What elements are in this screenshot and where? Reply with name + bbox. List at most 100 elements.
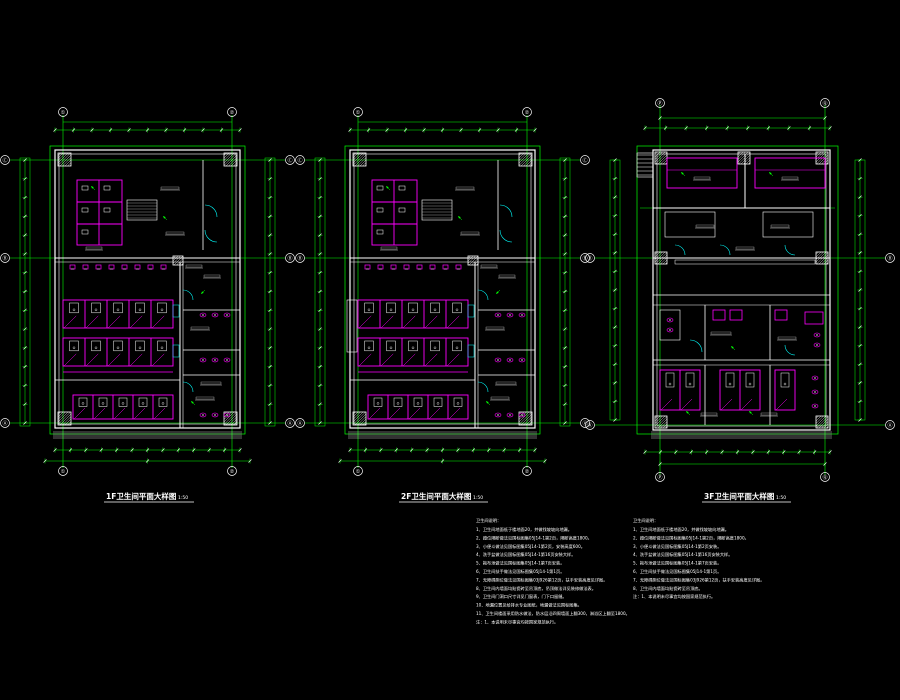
dimension-chain — [612, 158, 618, 422]
axis-row-left-0-2: Ⓒ — [295, 155, 305, 165]
svg-text:Ⓟ: Ⓟ — [657, 100, 662, 107]
notes-right-item-8: 8、卫生间内墙面均贴瓷砖至吊顶底。 — [633, 585, 703, 592]
plan-title-3: 3F卫生间平面大样图 1:50 — [702, 491, 791, 503]
column-hatch — [223, 152, 238, 167]
sink-col-3c — [811, 375, 819, 409]
svg-text:Ⓒ: Ⓒ — [297, 157, 302, 164]
notes-right-item-6: 6、卫生间扶手做法见国标图集05J14-1第1页。 — [633, 568, 721, 575]
column-hatch — [57, 152, 72, 167]
top-rooms-3 — [664, 157, 826, 265]
stall-row-lower-2 — [357, 337, 469, 367]
svg-text:Ⓑ: Ⓑ — [2, 255, 7, 262]
door-swing — [499, 229, 513, 243]
plan-scale-1-text: 1:50 — [178, 495, 188, 501]
column-hatch — [654, 151, 668, 165]
stall-row-lower-1 — [62, 337, 174, 367]
sink-row-mid-1 — [199, 357, 231, 363]
sink-row-bottom-2 — [494, 412, 526, 418]
sink-row-bottom-1 — [199, 412, 231, 418]
svg-text:②: ② — [525, 110, 530, 116]
axis-col-a-bottom-2: ① — [353, 466, 363, 476]
notes-right-item-3: 3、小便斗做法见国标图集05J14-1第2页安装。 — [633, 543, 721, 550]
notes-right-item-9: 注：1、本说明未尽事宜均按国家规范执行。 — [633, 593, 715, 600]
door-swing — [204, 204, 218, 218]
notes-left-item-11: 11、卫生间楼面采用防水做法，防水层沿四周墙面上翻300，淋浴区上翻至1800。 — [476, 610, 630, 617]
column-hatch — [57, 411, 72, 426]
svg-text:Ⓑ: Ⓑ — [287, 255, 292, 262]
axis-row-right-2-1: Ⓐ — [285, 418, 295, 428]
dimension-chain — [53, 127, 242, 133]
column-hatch — [172, 255, 184, 266]
axis-col-a-bottom-1: ① — [58, 466, 68, 476]
axis-col-a-2: ① — [353, 107, 363, 117]
axis-row-right-2-2: Ⓐ — [580, 418, 590, 428]
door-swing — [784, 344, 796, 356]
plan-title-1-text: 1F卫生间平面大样图 — [106, 491, 177, 501]
notes-right: 卫生间说明： 1、卫生间地面低于楼地面20，并做找坡坡向地漏。2、蹲位隔断做法见… — [633, 517, 764, 600]
svg-text:Ⓒ: Ⓒ — [582, 157, 587, 164]
plan-title-3-text: 3F卫生间平面大样图 — [704, 491, 775, 501]
notes-left-heading: 卫生间说明： — [476, 517, 501, 524]
dimension-chain — [53, 447, 242, 453]
column-hatch — [518, 152, 533, 167]
dimension-chain — [643, 449, 832, 455]
stall-row-3a — [659, 369, 701, 411]
notes-left-item-5: 5、拖布池做法见国标图集05J14-1第7页安装。 — [476, 560, 564, 567]
column-hatch — [654, 415, 668, 429]
upper-stall-block-1 — [76, 179, 218, 251]
stall-row-middle-2 — [357, 299, 469, 329]
notes-left-item-9: 9、卫生间门洞口尺寸详见门窗表，门下口留缝。 — [476, 593, 567, 600]
axis-col-b-bottom-2: ② — [522, 466, 532, 476]
plan-title-2-text: 2F卫生间平面大样图 — [401, 491, 472, 501]
stall-row-middle-1 — [62, 299, 174, 329]
sink-row-top-1 — [199, 312, 231, 318]
sink-row-top-2 — [494, 312, 526, 318]
svg-text:Ⓑ: Ⓑ — [582, 255, 587, 262]
notes-left-item-6: 6、卫生间扶手做法见国标图集05J14-1第1页。 — [476, 568, 564, 575]
svg-text:①: ① — [61, 469, 66, 475]
column-hatch — [654, 251, 668, 265]
door-swing — [499, 204, 513, 218]
door-swing — [477, 289, 489, 301]
axis-col-a-bottom-3: Ⓟ — [655, 472, 665, 482]
column-hatch — [737, 151, 751, 165]
notes-left-item-1: 1、卫生间地面低于楼地面20，并做找坡坡向地漏。 — [476, 526, 572, 533]
svg-text:②: ② — [230, 110, 235, 116]
axis-row-left-2-2: Ⓐ — [295, 418, 305, 428]
notes-right-item-2: 2、蹲位隔断做法见国标图集05J14-1第2页，隔断高度1800。 — [633, 534, 749, 541]
notes-left-item-12: 注：1、本说明未尽事宜均按国家规范执行。 — [476, 618, 558, 625]
dimension-chain — [658, 115, 827, 121]
notes-right-heading: 卫生间说明： — [633, 517, 658, 524]
svg-text:Ⓒ: Ⓒ — [2, 157, 7, 164]
notes-left-item-3: 3、小便斗做法见国标图集05J14-1第2页，安装高度600。 — [476, 543, 585, 550]
notes-left-item-4: 4、洗手盆做法见国标图集05J14-1第16页安装大样。 — [476, 551, 575, 558]
dimension-chain — [43, 458, 252, 464]
upper-stall-block-2 — [371, 179, 513, 251]
dimension-chain — [22, 158, 28, 425]
axis-grid-3 — [595, 105, 885, 475]
notes-left-item-10: 10、地漏位置见给排水专业图纸，地漏做法见国标图集。 — [476, 602, 582, 609]
axis-grid-1 — [10, 115, 285, 468]
dimension-chain — [658, 461, 827, 467]
urinal-row-1 — [69, 264, 167, 270]
dimension-chain — [267, 158, 273, 425]
door-swing — [182, 381, 194, 393]
svg-text:Ⓑ: Ⓑ — [587, 255, 592, 262]
dimension-chain — [348, 447, 537, 453]
axis-col-a-1: ① — [58, 107, 68, 117]
axis-grid-2 — [305, 115, 580, 468]
svg-text:②: ② — [230, 469, 235, 475]
notes-right-item-5: 5、拖布池做法见国标图集05J14-1第7页安装。 — [633, 560, 721, 567]
stall-row-bottom-2 — [367, 394, 469, 420]
bottom-strip-1 — [53, 431, 242, 439]
svg-text:Ⓐ: Ⓐ — [887, 422, 892, 429]
svg-text:①: ① — [356, 110, 361, 116]
axis-row-left-0-1: Ⓒ — [0, 155, 10, 165]
door-swing — [784, 244, 796, 256]
svg-text:Ⓐ: Ⓐ — [587, 422, 592, 429]
axis-col-b-bottom-1: ② — [227, 466, 237, 476]
dimension-chain — [317, 158, 323, 425]
